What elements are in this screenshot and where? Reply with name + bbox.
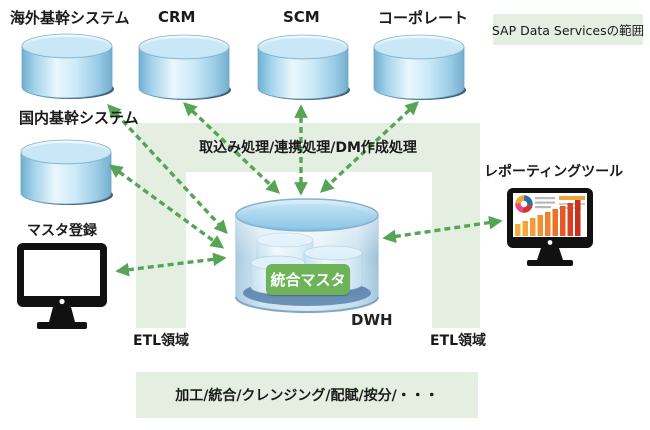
integrated-master-badge: 統合マスタ xyxy=(266,264,350,295)
label-etl-processing: 取込み処理/連携処理/DM作成処理 xyxy=(199,140,417,156)
database-cylinder-icon xyxy=(138,34,231,100)
monitor-with-charts-icon xyxy=(507,188,593,266)
label-domestic-system: 国内基幹システム xyxy=(19,109,139,127)
sap-data-services-scope-box: SAP Data Servicesの範囲 xyxy=(492,14,644,45)
label-overseas-system: 海外基幹システム xyxy=(10,9,130,27)
database-cylinder-icon xyxy=(21,33,114,99)
label-crm: CRM xyxy=(158,8,196,26)
etl-left-strip xyxy=(136,172,186,328)
processing-bottom-band: 加工/統合/クレンジング/配賦/按分/・・・ xyxy=(136,372,478,418)
label-dwh: DWH xyxy=(351,311,393,329)
donut-chart-icon xyxy=(515,195,533,213)
label-scm: SCM xyxy=(283,8,320,26)
label-master-registration: マスタ登録 xyxy=(27,223,97,239)
glass-cylinder-database-icon xyxy=(235,198,379,313)
etl-right-strip xyxy=(432,172,480,328)
text-lines-icon xyxy=(535,197,555,209)
database-cylinder-icon xyxy=(257,34,350,100)
desktop-monitor-icon xyxy=(17,243,107,329)
database-cylinder-icon xyxy=(373,34,466,100)
label-reporting-tool: レポーティングツール xyxy=(484,164,624,180)
label-etl-area-left: ETL領域 xyxy=(133,333,190,349)
database-cylinder-icon xyxy=(20,139,113,205)
label-etl-area-right: ETL領域 xyxy=(430,333,487,349)
bar-chart-icon xyxy=(515,200,581,236)
label-corporate: コーポレート xyxy=(378,9,469,27)
